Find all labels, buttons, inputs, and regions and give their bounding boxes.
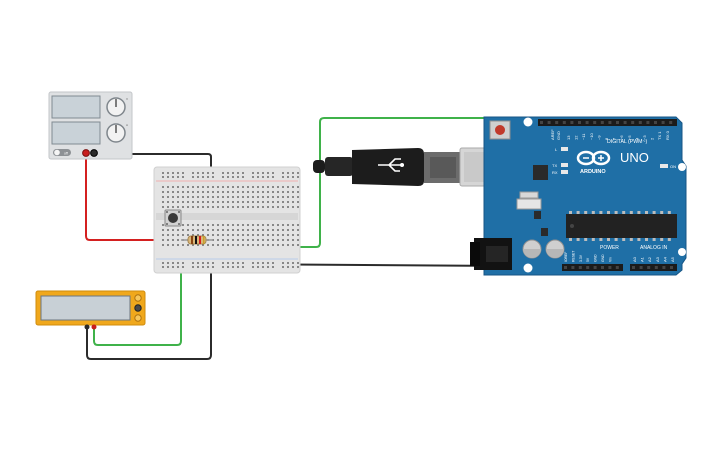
probe-red[interactable]: [91, 324, 97, 330]
svg-text:TX: TX: [552, 163, 557, 168]
current-display: [51, 121, 101, 145]
wire-black-multimeter[interactable]: [86, 256, 212, 360]
analog-pin-label: A1: [640, 256, 645, 262]
usb-icon: [378, 158, 404, 172]
wire-red-supply-positive[interactable]: [85, 154, 166, 241]
atmega-chip-pins: [569, 211, 671, 241]
analog-pin-label: A0: [632, 256, 637, 262]
power-pin-label: IOREF: [564, 252, 568, 262]
digital-pin-label: ~10: [589, 132, 594, 140]
power-pin-label: GND: [601, 254, 605, 262]
resistor[interactable]: [181, 235, 213, 245]
digital-pin-label: 8: [604, 137, 609, 140]
digital-pin-label: ~11: [581, 133, 586, 140]
power-pin-label: GND: [594, 254, 598, 262]
svg-text:L: L: [555, 147, 558, 152]
wire-green-digital-pin[interactable]: [196, 117, 623, 248]
breadboard[interactable]: [153, 166, 301, 274]
power-header[interactable]: [562, 264, 623, 271]
digital-pin-label: 13: [566, 135, 571, 140]
power-pin-label: RESET: [571, 251, 575, 262]
svg-text:V: V: [126, 97, 128, 101]
digital-pin-label: TX 1: [657, 131, 662, 140]
multimeter-display: [40, 295, 131, 321]
analog-label: ANALOG IN: [640, 245, 668, 251]
usb-chip: [533, 165, 548, 180]
analog-pin-label: A2: [647, 256, 652, 262]
digital-pin-label: ~9: [596, 135, 601, 140]
power-pin-label: Vin: [608, 257, 612, 262]
terminal-positive[interactable]: [82, 149, 90, 157]
uno-label: UNO: [620, 150, 649, 165]
analog-pin-label: A4: [662, 256, 667, 262]
dc-power-jack[interactable]: [470, 238, 512, 270]
power-switch-label: off: [64, 152, 68, 156]
svg-text:RX: RX: [552, 170, 558, 175]
digital-pin-label: 12: [574, 135, 579, 140]
on-led-label: ON: [670, 164, 676, 169]
capacitors: [522, 239, 565, 259]
analog-header[interactable]: [630, 264, 677, 271]
digital-pins[interactable]: [540, 121, 673, 124]
multimeter-port-com[interactable]: [134, 314, 142, 322]
aref-label: AREF: [550, 129, 555, 140]
digital-pin-label: ~5: [627, 135, 632, 140]
gnd-label: GND: [556, 131, 561, 140]
power-label: POWER: [600, 245, 619, 251]
probe-black[interactable]: [84, 324, 90, 330]
digital-pin-label: ~6: [619, 135, 624, 140]
bottom-pins[interactable]: [564, 266, 673, 269]
atmega-chip: [566, 214, 677, 238]
multimeter[interactable]: [35, 290, 146, 330]
digital-pin-label: 2: [650, 137, 655, 140]
arduino-brand: ARDUINO: [580, 169, 606, 175]
voltage-display: [51, 95, 101, 119]
analog-pin-label: A3: [655, 256, 660, 262]
wire-black-supply-negative[interactable]: [94, 153, 212, 230]
digital-pin-label: ~3: [642, 135, 647, 140]
multimeter-port-a[interactable]: [134, 294, 142, 302]
power-pin-label: 5V: [586, 257, 590, 262]
digital-pin-label: RX 0: [665, 130, 670, 140]
wire-green-multimeter[interactable]: [93, 248, 182, 346]
digital-pin-label: 4: [634, 137, 639, 140]
status-leds: L TX RX ON: [552, 147, 676, 175]
digital-pin-label: 7: [612, 137, 617, 140]
terminal-negative[interactable]: [90, 149, 98, 157]
analog-pin-label: A5: [670, 256, 675, 262]
arduino-logo: ARDUINO: [576, 150, 611, 175]
power-pin-label: 3.3V: [579, 254, 583, 262]
digital-header-top[interactable]: [538, 119, 677, 126]
power-supply[interactable]: V A off: [48, 91, 133, 160]
svg-text:A: A: [126, 123, 128, 127]
multimeter-port-v[interactable]: [134, 304, 142, 312]
pushbutton[interactable]: [164, 209, 182, 227]
digital-label: DIGITAL (PWM~): [607, 139, 647, 145]
reset-button[interactable]: [489, 120, 511, 140]
